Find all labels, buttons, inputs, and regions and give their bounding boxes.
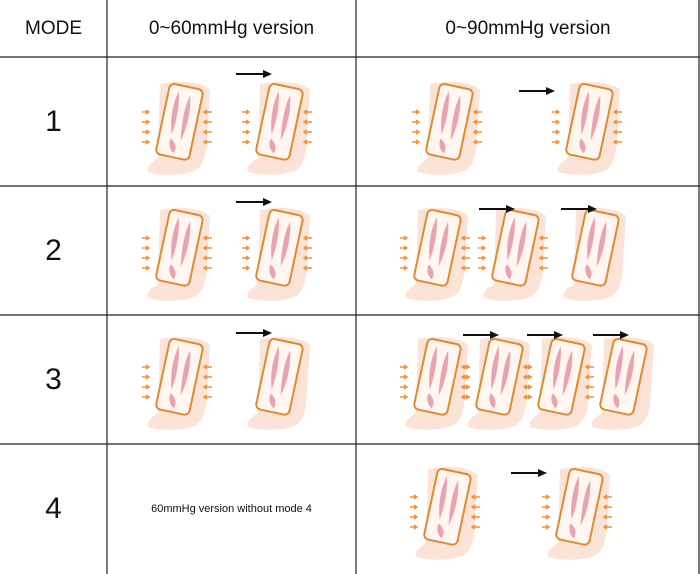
leg-with-compression-cuff-icon-mode2-90-2 [476, 204, 556, 304]
leg-with-compression-cuff-icon-mode3-90-4 [584, 333, 664, 433]
leg-with-compression-cuff-icon-mode3-90-1 [398, 333, 478, 433]
leg-with-compression-cuff-icon-mode1-60-1 [140, 78, 220, 178]
mode-3-label: 3 [45, 362, 62, 396]
leg-with-compression-cuff-icon-mode3-90-2 [460, 333, 540, 433]
leg-with-compression-cuff-icon-mode2-60-2 [240, 204, 320, 304]
sequence-arrow-icon-mode2-60-1 [235, 197, 273, 207]
leg-with-compression-cuff-icon-mode1-90-1 [410, 78, 490, 178]
header-60mmhg-version: 0~60mmHg version [148, 17, 315, 39]
leg-with-compression-cuff-icon-mode3-60-2 [240, 333, 320, 433]
sequence-arrow-icon-mode2-90-1 [478, 204, 516, 214]
sequence-arrow-icon-mode2-90-2 [560, 204, 598, 214]
leg-with-compression-cuff-icon-mode3-90-3 [522, 333, 602, 433]
mode-4-60mmhg-note: 60mmHg version without mode 4 [151, 503, 312, 515]
leg-with-compression-cuff-icon-mode2-90-1 [398, 204, 478, 304]
leg-with-compression-cuff-icon-mode2-60-1 [140, 204, 220, 304]
leg-with-compression-cuff-icon-mode3-60-1 [140, 333, 220, 433]
leg-with-compression-cuff-icon-mode2-90-3 [556, 204, 636, 304]
leg-with-compression-cuff-icon-mode1-60-2 [240, 78, 320, 178]
sequence-arrow-icon-mode3-90-2 [526, 330, 564, 340]
sequence-arrow-icon-mode1-60-1 [235, 69, 273, 79]
mode-1-label: 1 [45, 104, 62, 138]
sequence-arrow-icon-mode4-90-1 [510, 468, 548, 478]
leg-with-compression-cuff-icon-mode4-90-2 [540, 463, 620, 563]
sequence-arrow-icon-mode3-90-3 [592, 330, 630, 340]
leg-with-compression-cuff-icon-mode4-90-1 [408, 463, 488, 563]
sequence-arrow-icon-mode3-60-1 [235, 328, 273, 338]
mode-4-label: 4 [45, 492, 62, 525]
sequence-arrow-icon-mode3-90-1 [462, 330, 500, 340]
leg-with-compression-cuff-icon-mode1-90-2 [550, 78, 630, 178]
header-90mmhg-version: 0~90mmHg version [445, 17, 611, 39]
header-mode: MODE [25, 17, 82, 39]
sequence-arrow-icon-mode1-90-1 [518, 86, 556, 96]
mode-2-label: 2 [45, 233, 62, 267]
